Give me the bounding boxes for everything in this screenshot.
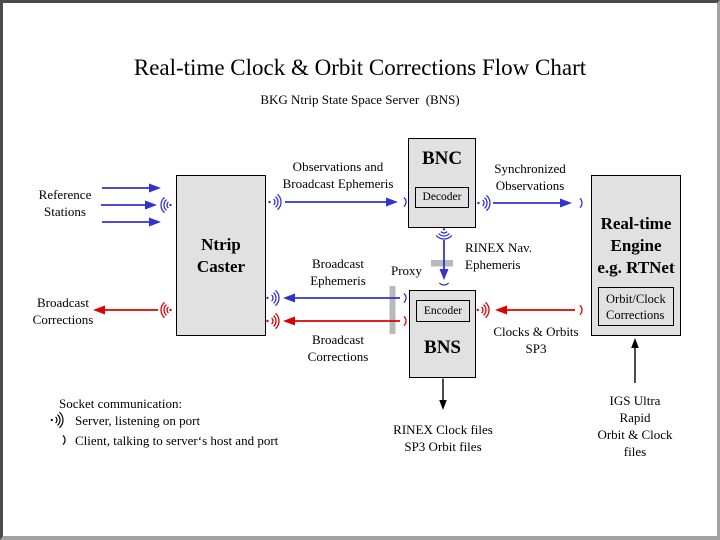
server-socket-icon <box>266 289 280 307</box>
arrow-bnc-to-bns <box>439 240 449 280</box>
node-realtime-engine: Real-time Engine e.g. RTNet Orbit/Clock … <box>591 175 681 336</box>
client-socket-icon <box>579 197 583 209</box>
server-socket-icon <box>160 196 172 214</box>
arrow-igs-to-engine <box>631 338 639 383</box>
legend-server-socket-icon <box>50 411 64 429</box>
proxy-bar-vertical <box>389 286 396 334</box>
arrow-caster-to-bnc <box>285 197 398 207</box>
arrow-engine-to-bns <box>495 305 575 315</box>
engine-label: Real-time Engine e.g. RTNet <box>597 214 675 277</box>
arrow-bns-to-files <box>439 378 447 410</box>
label-rinex-nav-ephemeris: RINEX Nav. Ephemeris <box>465 240 533 272</box>
bnc-label: BNC <box>421 148 463 169</box>
label-igs-ultra-rapid: IGS Ultra Rapid Orbit & Clock files <box>597 393 673 459</box>
label-broadcast-ephemeris: Broadcast Ephemeris <box>310 256 366 288</box>
label-observations-ephemeris: Observations and Broadcast Ephemeris <box>282 159 394 191</box>
page-subtitle: BKG Ntrip State Space Server (BNS) <box>260 92 460 107</box>
server-socket-icon <box>268 193 282 211</box>
client-socket-icon <box>438 282 450 286</box>
node-encoder: Encoder <box>416 300 470 322</box>
legend-server-text: Server, listening on port <box>75 413 201 428</box>
client-socket-icon <box>403 315 407 327</box>
label-reference-stations: Reference Stations <box>38 187 92 219</box>
node-orbit-clock-corrections: Orbit/Clock Corrections <box>598 287 674 326</box>
label-proxy: Proxy <box>391 263 423 278</box>
label-rinex-clock-sp3-files: RINEX Clock files SP3 Orbit files <box>393 422 493 454</box>
orbit-clock-label: Orbit/Clock Corrections <box>606 291 666 322</box>
client-socket-icon <box>403 292 407 304</box>
server-socket-icon <box>476 301 490 319</box>
client-socket-icon <box>403 196 407 208</box>
label-synchronized-observations: Synchronized Observations <box>494 161 566 193</box>
legend-client-text: Client, talking to server‘s host and por… <box>75 433 279 448</box>
label-broadcast-corrections-left: Broadcast Corrections <box>32 295 94 327</box>
legend-client-socket-icon <box>62 434 66 446</box>
arrow-bnc-to-engine <box>493 198 572 208</box>
node-decoder: Decoder <box>415 187 469 208</box>
server-socket-icon <box>160 301 172 319</box>
server-socket-icon <box>477 194 491 212</box>
node-bnc: BNC Decoder <box>408 138 476 228</box>
ntrip-caster-label: Ntrip Caster <box>196 234 246 276</box>
page-title: Real-time Clock & Orbit Corrections Flow… <box>133 55 587 80</box>
proxy-bar-horizontal <box>431 260 453 267</box>
encoder-label: Encoder <box>423 304 463 317</box>
node-bns: Encoder BNS <box>409 290 476 378</box>
label-clocks-orbits-sp3: Clocks & Orbits SP3 <box>493 324 579 356</box>
arrows-reference-to-caster <box>101 183 161 227</box>
server-socket-icon <box>435 228 453 240</box>
legend-title: Socket communication: <box>59 396 183 411</box>
arrow-bns-to-caster-corrections <box>283 316 400 326</box>
label-broadcast-corrections-mid: Broadcast Corrections <box>307 332 369 364</box>
arrow-bns-to-caster-ephemeris <box>283 293 400 303</box>
client-socket-icon <box>579 304 583 316</box>
bns-label: BNS <box>424 337 461 358</box>
node-ntrip-caster: Ntrip Caster <box>176 175 266 336</box>
arrow-caster-to-broadcast-corrections <box>93 305 158 315</box>
server-socket-icon <box>266 312 280 330</box>
decoder-label: Decoder <box>422 191 462 203</box>
